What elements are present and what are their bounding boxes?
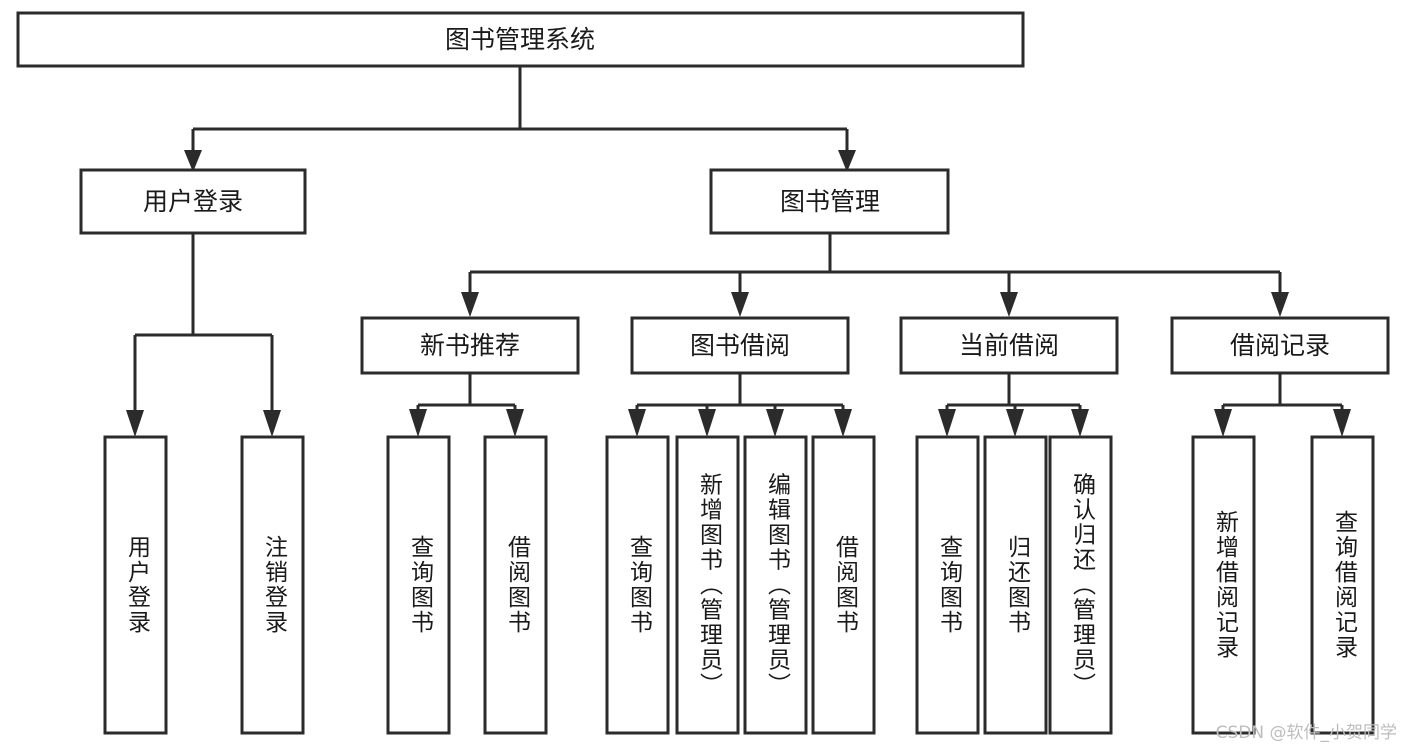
node-leaf-user-login[interactable]: 用户登录 <box>103 435 168 735</box>
connector-borrowrecord-to-leaves <box>1214 373 1351 437</box>
node-leaf-add-record-label: 新增借阅记录 <box>1212 510 1240 660</box>
node-leaf-query-record[interactable]: 查询借阅记录 <box>1310 435 1375 735</box>
node-leaf-borrow-book-1[interactable]: 借阅图书 <box>483 435 548 735</box>
node-leaf-return-book[interactable]: 归还图书 <box>983 435 1048 735</box>
node-leaf-add-book[interactable]: 新增图书（管理员） <box>675 435 740 735</box>
connector-userlogin-to-leaves <box>126 233 281 437</box>
node-leaf-logout-label: 注销登录 <box>261 535 289 635</box>
node-leaf-query-book-1-label: 查询图书 <box>407 535 435 635</box>
node-root[interactable]: 图书管理系统 <box>16 11 1025 68</box>
node-leaf-borrow-book-1-label: 借阅图书 <box>504 535 532 635</box>
node-leaf-query-book-1[interactable]: 查询图书 <box>386 435 451 735</box>
node-leaf-borrow-book-2[interactable]: 借阅图书 <box>811 435 876 735</box>
node-current-borrow[interactable]: 当前借阅 <box>899 316 1119 375</box>
node-user-login[interactable]: 用户登录 <box>79 168 307 235</box>
node-leaf-query-book-2[interactable]: 查询图书 <box>605 435 670 735</box>
node-borrow-record-label: 借阅记录 <box>1230 331 1330 360</box>
node-leaf-edit-book[interactable]: 编辑图书（管理员） <box>743 435 808 735</box>
node-book-borrow[interactable]: 图书借阅 <box>630 316 850 375</box>
node-leaf-confirm-return-label: 确认归还（管理员） <box>1069 473 1097 698</box>
node-borrow-record[interactable]: 借阅记录 <box>1170 316 1390 375</box>
node-leaf-add-record[interactable]: 新增借阅记录 <box>1191 435 1256 735</box>
node-leaf-return-book-label: 归还图书 <box>1004 535 1032 635</box>
node-leaf-edit-book-label: 编辑图书（管理员） <box>764 473 792 698</box>
connector-bookborrow-to-leaves <box>628 373 852 437</box>
node-leaf-query-book-3-label: 查询图书 <box>936 535 964 635</box>
node-book-borrow-label: 图书借阅 <box>690 331 790 360</box>
node-new-book-recommend[interactable]: 新书推荐 <box>360 316 580 375</box>
node-root-label: 图书管理系统 <box>445 25 595 54</box>
node-book-manage-label: 图书管理 <box>780 187 880 216</box>
node-leaf-query-book-3[interactable]: 查询图书 <box>915 435 980 735</box>
node-new-book-recommend-label: 新书推荐 <box>420 331 520 360</box>
node-leaf-add-book-label: 新增图书（管理员） <box>696 473 724 698</box>
node-leaf-query-record-label: 查询借阅记录 <box>1331 510 1359 660</box>
node-user-login-label: 用户登录 <box>143 187 243 216</box>
node-book-manage[interactable]: 图书管理 <box>709 168 950 235</box>
node-current-borrow-label: 当前借阅 <box>959 331 1059 360</box>
node-leaf-confirm-return[interactable]: 确认归还（管理员） <box>1048 435 1113 735</box>
node-leaf-logout[interactable]: 注销登录 <box>240 435 305 735</box>
node-leaf-user-login-label: 用户登录 <box>124 535 152 635</box>
connector-bookmanage-to-level2 <box>461 233 1289 317</box>
connector-root-to-level1 <box>184 66 856 172</box>
connector-currentborrow-to-leaves <box>938 373 1089 437</box>
node-leaf-query-book-2-label: 查询图书 <box>626 535 654 635</box>
node-leaf-borrow-book-2-label: 借阅图书 <box>832 535 860 635</box>
connector-newbook-to-leaves <box>409 373 524 437</box>
